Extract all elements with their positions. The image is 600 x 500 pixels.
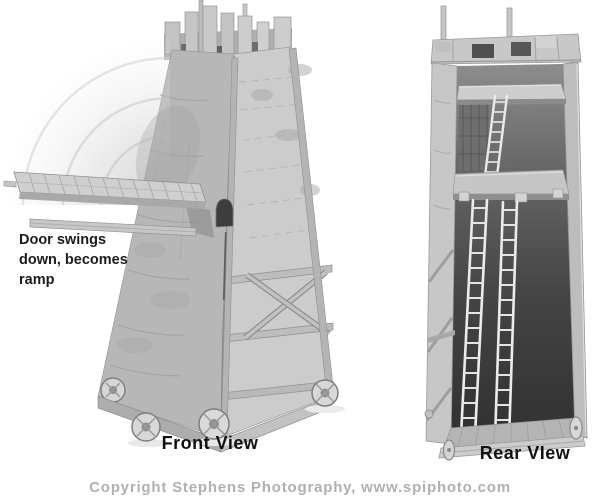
front-view-label: Front View (161, 433, 259, 453)
rear-view-photo (424, 5, 588, 461)
annotation-line-1: Door swings (19, 232, 107, 248)
rear-base (424, 409, 586, 461)
rear-wheel-left (442, 439, 456, 461)
lower-ladder-right (493, 200, 519, 442)
top-platform (456, 83, 567, 105)
interior-lattice (459, 102, 489, 170)
door-annotation: Door swings down, becomes ramp (19, 230, 128, 290)
annotation-line-2: down, becomes (19, 252, 128, 268)
annotation-line-3: ramp (19, 272, 55, 288)
middle-platform (452, 169, 570, 203)
front-view-photo (3, 0, 345, 453)
wheel-right (311, 379, 339, 407)
window (215, 198, 234, 228)
cross-bracing (220, 47, 335, 437)
wheel-back-left (100, 377, 126, 403)
rear-battlements (430, 33, 582, 65)
wheel-front-center (198, 408, 230, 440)
rear-view-label: Rear VIew (479, 443, 571, 463)
wheel-front-left (131, 412, 161, 442)
ramp (3, 171, 214, 238)
rear-wheel-right (569, 416, 583, 440)
front-tower-body (97, 0, 335, 439)
lower-ladder-left (459, 198, 489, 438)
front-base (97, 377, 345, 453)
upper-ladder (483, 94, 509, 178)
right-wall (562, 61, 588, 439)
copyright-notice: Copyright Stephens Photography, www.spip… (89, 479, 511, 496)
